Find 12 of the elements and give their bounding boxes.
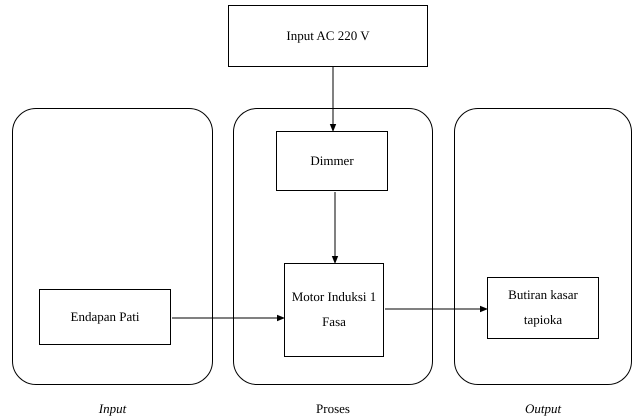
group-caption: Output [524, 401, 562, 417]
process-box: Endapan Pati [39, 289, 171, 345]
process-box: Dimmer [276, 131, 388, 191]
process-box: Butiran kasar tapioka [487, 277, 599, 339]
process-box: Motor Induksi 1 Fasa [284, 263, 384, 357]
arrow [384, 306, 488, 312]
process-box: Input AC 220 V [228, 5, 428, 67]
arrow [332, 192, 338, 264]
group-caption: Proses [316, 401, 350, 417]
arrow [330, 66, 336, 132]
group-caption: Input [98, 401, 126, 417]
arrow [172, 314, 286, 322]
